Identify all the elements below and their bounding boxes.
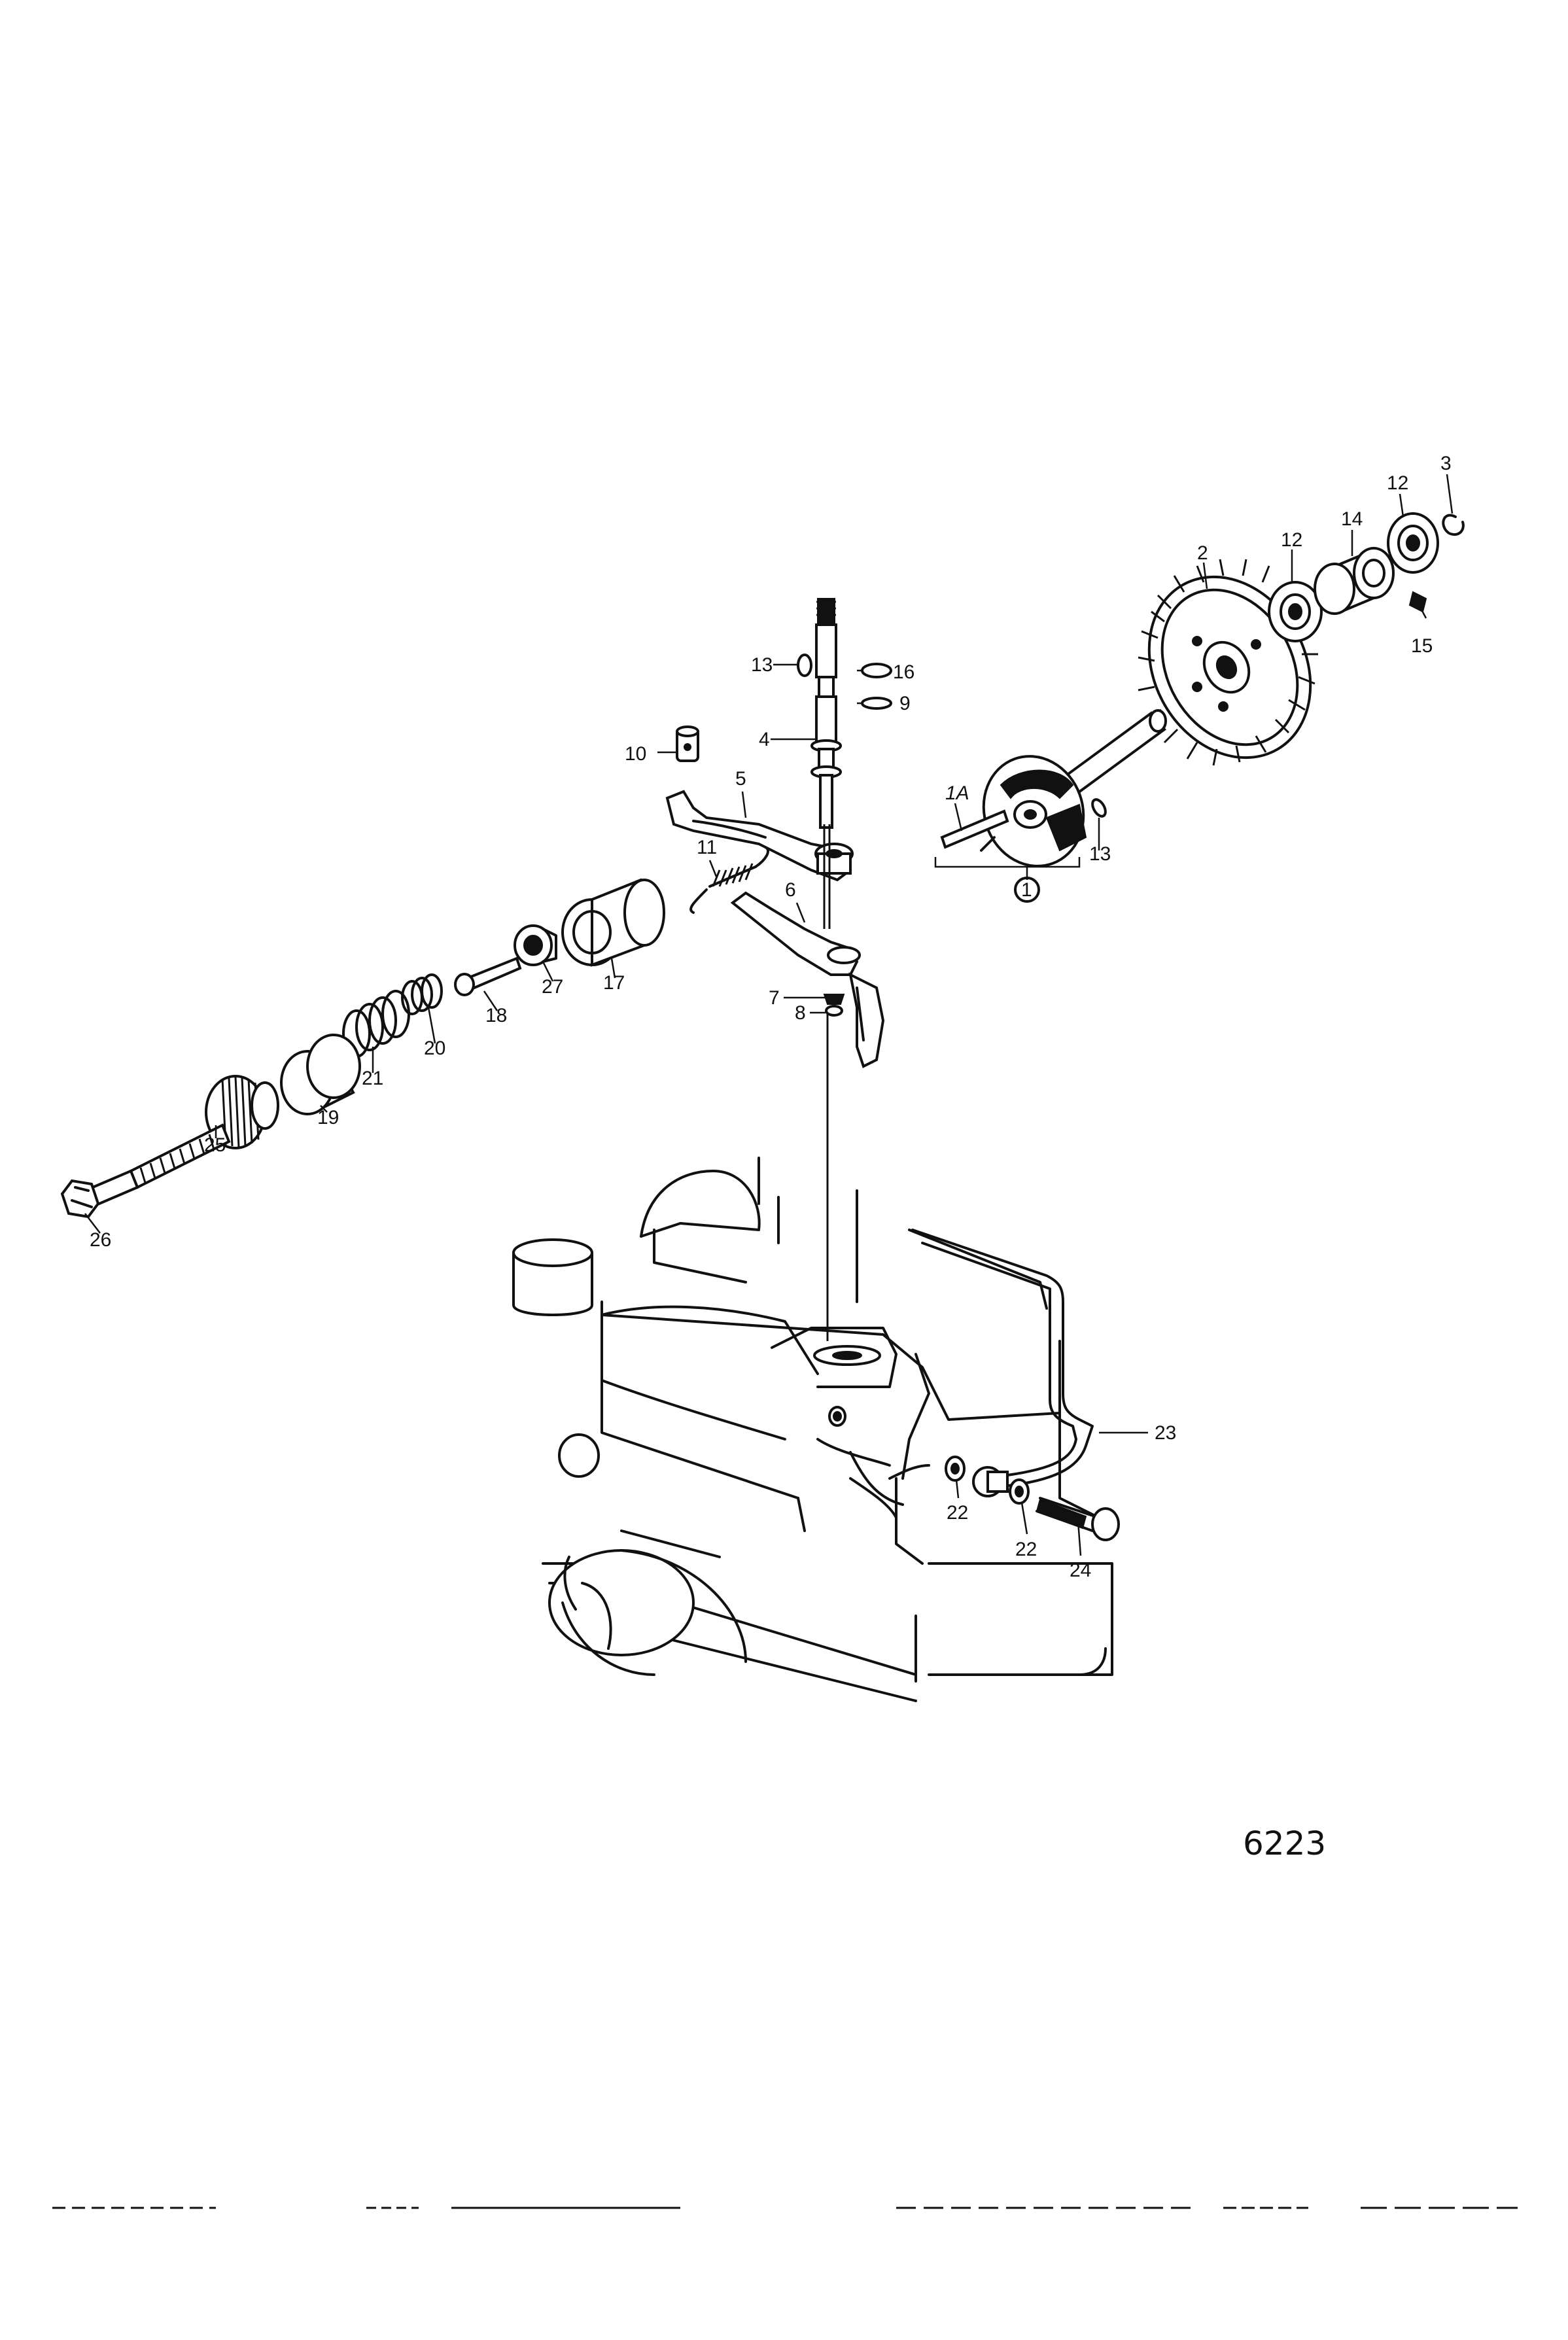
label-part-22-right: 22 xyxy=(1015,1539,1037,1560)
sleeve-10 xyxy=(676,725,699,762)
bearing-12-left xyxy=(1268,581,1323,642)
label-part-24: 24 xyxy=(1070,1560,1091,1581)
label-part-14: 14 xyxy=(1341,508,1363,530)
label-part-12-right: 12 xyxy=(1387,472,1408,494)
label-part-27: 27 xyxy=(542,976,563,998)
lever-6 xyxy=(730,891,885,1068)
bearing-12-right xyxy=(1387,512,1439,574)
linkage-rod xyxy=(823,824,831,1341)
label-part-8: 8 xyxy=(795,1002,806,1024)
label-part-4: 4 xyxy=(759,729,770,750)
pin-1a xyxy=(940,809,1009,849)
circlip-3 xyxy=(1442,514,1465,536)
cup-19 xyxy=(280,1034,361,1115)
nut-26 xyxy=(60,1179,100,1219)
label-part-3: 3 xyxy=(1440,453,1452,474)
spring-21 xyxy=(342,990,410,1058)
flyweight-housing xyxy=(980,755,1087,867)
label-part-17: 17 xyxy=(603,972,625,994)
banjo-bolt-24 xyxy=(1036,1497,1120,1541)
spring-11 xyxy=(689,846,769,914)
label-part-22-left: 22 xyxy=(947,1502,968,1524)
engine-housing xyxy=(512,1157,1113,1702)
label-part-25: 25 xyxy=(204,1134,226,1156)
pin-13-top xyxy=(797,654,812,677)
spacer-14 xyxy=(1314,547,1395,615)
label-part-21: 21 xyxy=(362,1068,383,1089)
label-part-20: 20 xyxy=(424,1038,445,1059)
plunger-18 xyxy=(454,956,522,996)
label-part-1: 1 xyxy=(1021,879,1032,901)
cap-17 xyxy=(561,878,665,967)
screw-15 xyxy=(1408,591,1427,613)
label-part-18: 18 xyxy=(485,1005,507,1026)
label-part-1a: 1A xyxy=(945,782,969,804)
spring-20 xyxy=(401,973,443,1015)
label-part-19: 19 xyxy=(317,1107,339,1128)
label-part-13-right: 13 xyxy=(1089,843,1111,865)
circlip-9 xyxy=(861,697,892,710)
label-part-11: 11 xyxy=(697,837,717,858)
label-part-26: 26 xyxy=(90,1229,111,1251)
governor-shaft-4 xyxy=(810,598,842,829)
screw-7 xyxy=(823,994,845,1005)
nut-27 xyxy=(514,924,557,966)
label-part-13-top: 13 xyxy=(751,654,773,676)
adjusting-screw-25 xyxy=(80,1075,279,1209)
label-part-16: 16 xyxy=(893,661,915,683)
pin-13-right xyxy=(1091,798,1107,818)
washer-22-left xyxy=(945,1456,966,1482)
oil-pipe xyxy=(911,1229,1094,1490)
banjo-fitting xyxy=(972,1466,1009,1497)
label-part-9: 9 xyxy=(899,693,911,714)
label-part-6: 6 xyxy=(785,879,796,901)
washer-22-right xyxy=(1009,1478,1030,1505)
leader-lines xyxy=(84,474,1454,1556)
label-part-2: 2 xyxy=(1197,542,1208,564)
assembly-bracket-1 xyxy=(934,857,1081,903)
part-labels: 13 16 9 4 10 5 11 6 7 8 2 12 14 12 3 15 … xyxy=(90,453,1452,1581)
drawing-number: 6223 xyxy=(1243,1825,1326,1862)
label-part-10: 10 xyxy=(625,743,646,765)
label-part-15: 15 xyxy=(1411,635,1433,657)
gear-2 xyxy=(1138,559,1318,766)
label-part-23: 23 xyxy=(1155,1422,1176,1444)
label-part-7: 7 xyxy=(769,987,780,1009)
label-part-5: 5 xyxy=(735,768,746,790)
circlip-16 xyxy=(861,663,892,678)
nut-8 xyxy=(825,1005,843,1017)
label-part-12-left: 12 xyxy=(1281,529,1302,551)
